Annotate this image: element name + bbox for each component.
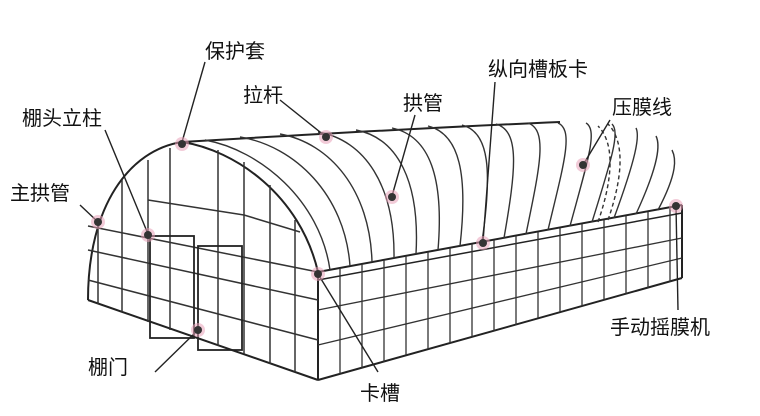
marker-hand-film-roller	[669, 199, 683, 213]
marker-protective-sleeve	[175, 137, 189, 151]
eave-line-2	[317, 212, 683, 281]
label-tie-rod: 拉杆	[243, 83, 283, 107]
marker-film-wire	[576, 158, 590, 172]
arch-pipes	[204, 122, 676, 271]
callout-labels: 保护套 拉杆 拱管 纵向槽板卡 压膜线 棚头立柱 主拱管 手动摇膜机 棚门 卡槽	[10, 39, 710, 405]
marker-clip-groove	[311, 267, 325, 281]
markers	[91, 130, 683, 337]
label-end-column: 棚头立柱	[22, 106, 102, 130]
front-ground-line	[87, 299, 319, 381]
label-clip-groove: 卡槽	[360, 381, 400, 405]
label-arch-pipe: 拱管	[403, 91, 443, 115]
marker-main-arch-pipe	[91, 215, 105, 229]
end-wall-frame	[87, 148, 319, 372]
eave-line	[317, 204, 683, 273]
side-wall-rails	[317, 237, 683, 346]
label-film-wire: 压膜线	[612, 95, 672, 119]
film-wires	[597, 123, 621, 223]
marker-arch-pipe	[385, 190, 399, 204]
marker-tie-rod	[319, 130, 333, 144]
label-shed-door: 棚门	[88, 355, 128, 379]
greenhouse-structure	[87, 121, 683, 381]
label-hand-film-roller: 手动摇膜机	[610, 315, 710, 339]
label-longitudinal-clip: 纵向槽板卡	[488, 57, 588, 81]
side-ground-line	[317, 277, 683, 381]
side-wall-posts	[339, 208, 671, 374]
marker-longitudinal-clip	[476, 236, 490, 250]
ridge-line	[181, 121, 561, 143]
marker-shed-door	[191, 323, 205, 337]
door	[149, 235, 243, 351]
label-protective-sleeve: 保护套	[205, 39, 265, 63]
marker-end-column	[141, 228, 155, 242]
label-main-arch-pipe: 主拱管	[10, 181, 70, 205]
leader-lines	[79, 61, 679, 373]
